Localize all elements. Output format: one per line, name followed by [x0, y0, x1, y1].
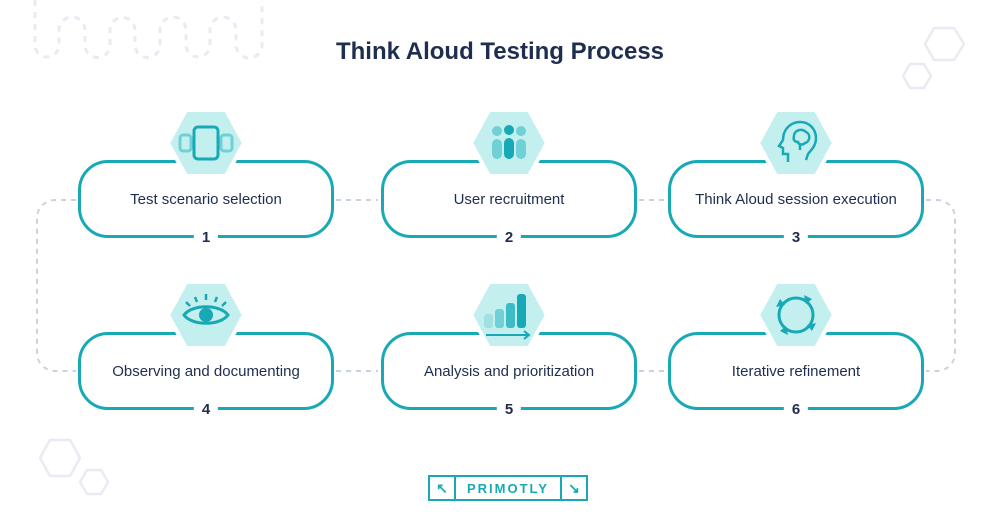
step-label: Analysis and prioritization [423, 363, 595, 380]
connector-lines [36, 199, 956, 372]
step-icon-hexagon [165, 108, 247, 178]
step-number: 6 [783, 401, 809, 418]
step-label: Iterative refinement [731, 363, 861, 380]
step-label: Observing and documenting [112, 363, 300, 380]
step-label: User recruitment [453, 191, 565, 208]
devices-icon [178, 125, 234, 161]
primotly-logo: ↖ PRIMOTLY ↘ [428, 475, 588, 501]
step-icon-hexagon [165, 280, 247, 350]
step-label: Test scenario selection [130, 191, 282, 208]
arrow-up-left-icon: ↖ [430, 477, 456, 499]
step-icon-hexagon [755, 280, 837, 350]
arrow-down-right-icon: ↘ [560, 477, 586, 499]
head-brain-icon [777, 120, 818, 162]
bar-chart-icon [484, 294, 531, 340]
refresh-cycle-icon [776, 295, 816, 335]
step-number: 1 [193, 229, 219, 246]
users-icon [492, 125, 526, 159]
step-icon-hexagon [468, 108, 550, 178]
logo-text: PRIMOTLY [467, 480, 549, 496]
step-number: 3 [783, 229, 809, 246]
step-icon-hexagon [755, 108, 837, 178]
page-title: Think Aloud Testing Process [335, 38, 665, 65]
step-icon-hexagon [468, 280, 550, 350]
eye-icon [182, 294, 230, 325]
hexagon-decoration-top-right [901, 26, 966, 90]
step-number: 4 [193, 401, 219, 418]
step-number: 5 [496, 401, 522, 418]
hexagon-decoration-bottom-left [38, 438, 110, 496]
step-label: Think Aloud session execution [695, 191, 897, 208]
step-number: 2 [496, 229, 522, 246]
wave-decoration [33, 0, 264, 60]
